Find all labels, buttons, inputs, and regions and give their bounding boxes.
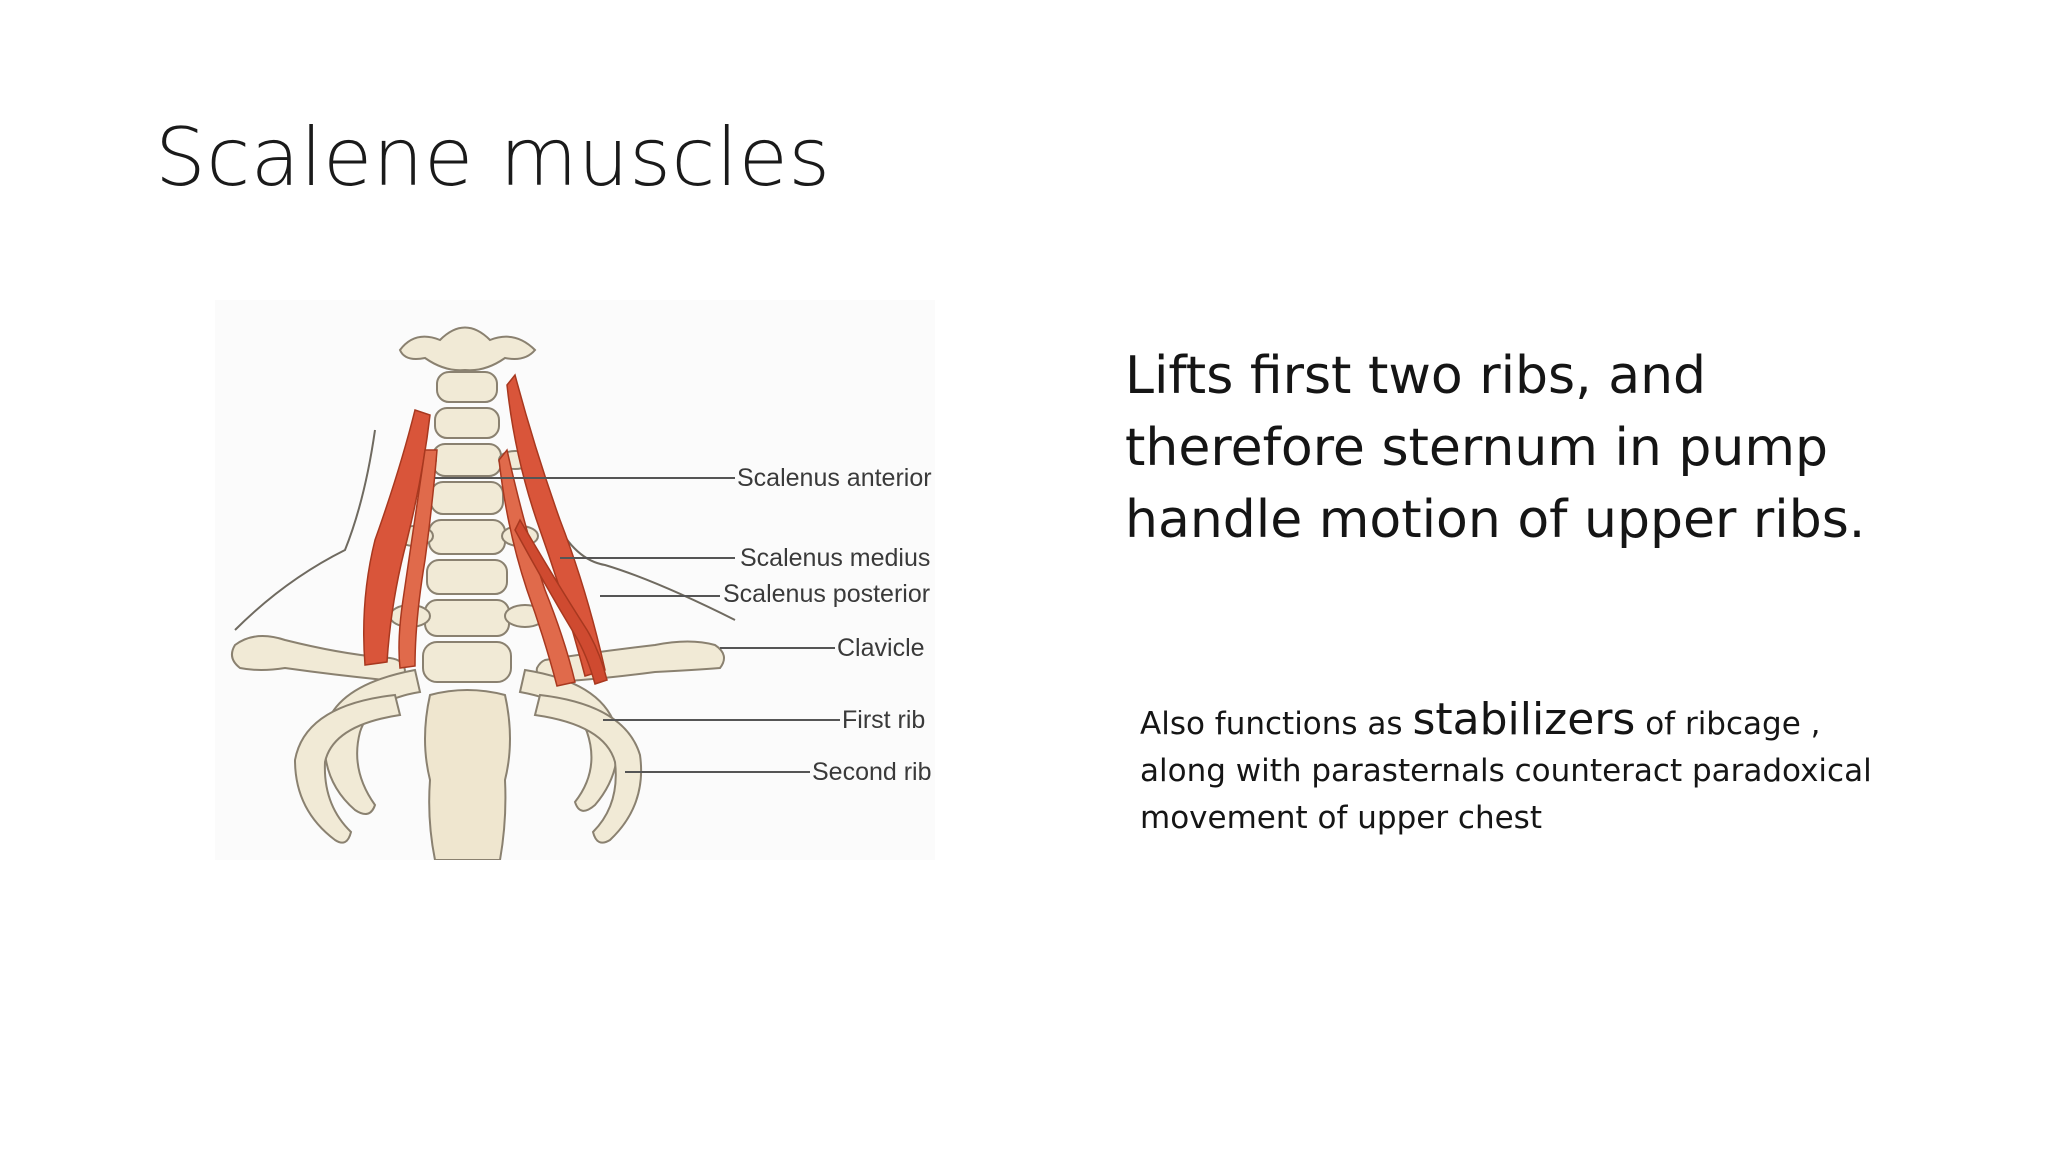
second-rib-left	[293, 693, 402, 844]
sternum	[424, 689, 511, 860]
label-first-rib: First rib	[842, 706, 925, 734]
cervical-vertebrae	[389, 371, 546, 683]
second-rib-right	[533, 693, 643, 844]
neck-outline-left	[234, 429, 376, 631]
slide-title: Scalene muscles	[155, 111, 831, 204]
anatomy-figure: Scalenus anterior Scalenus medius Scalen…	[215, 300, 935, 860]
sub-text-emphasis: stabilizers	[1412, 694, 1636, 745]
label-scalenus-medius: Scalenus medius	[740, 544, 930, 572]
label-clavicle: Clavicle	[837, 634, 925, 662]
sub-text-part1: Also functions as	[1140, 706, 1413, 742]
label-second-rib: Second rib	[812, 758, 932, 786]
scalene-illustration: Scalenus anterior Scalenus medius Scalen…	[230, 326, 932, 860]
atlas-bone	[398, 326, 537, 372]
neck-outline-right	[554, 519, 736, 621]
sub-text-part2: of ribcage , along with parasternals cou…	[1140, 706, 1872, 836]
label-scalenus-posterior: Scalenus posterior	[723, 580, 930, 608]
leader-lines	[435, 477, 840, 773]
sub-description: Also functions as stabilizers of ribcage…	[1140, 696, 1880, 842]
first-rib-left	[323, 668, 422, 815]
main-description: Lifts first two ribs, and therefore ster…	[1125, 346, 1866, 550]
scalene-muscles	[363, 373, 608, 687]
label-scalenus-anterior: Scalenus anterior	[737, 464, 932, 492]
